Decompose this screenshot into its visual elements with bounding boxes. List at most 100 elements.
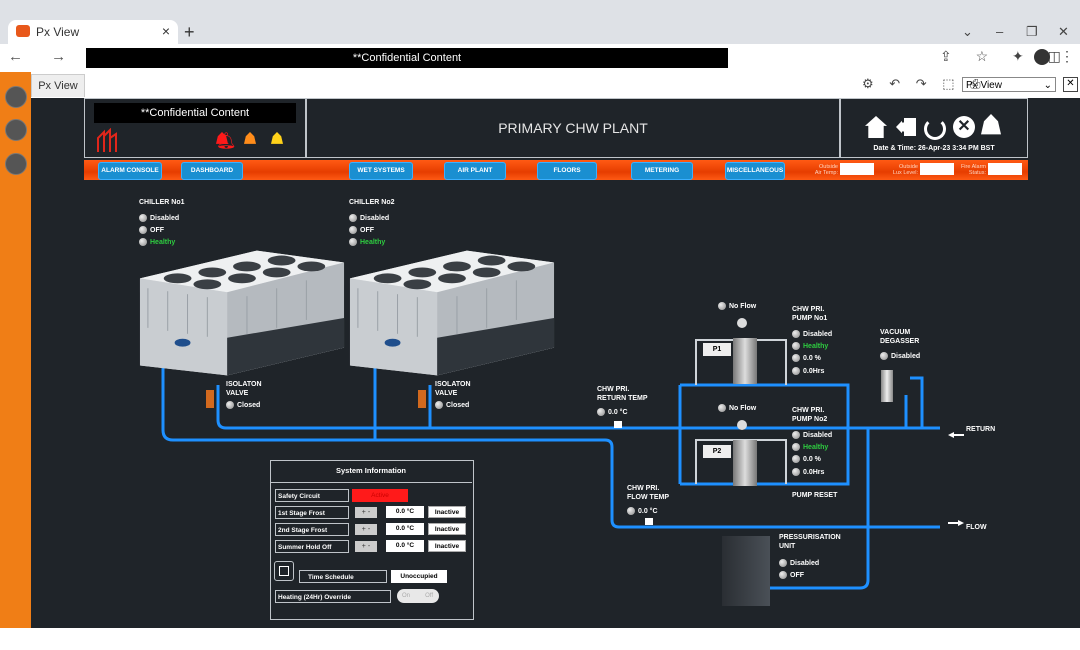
profile-avatar[interactable] [1034,49,1050,65]
chiller1-unit[interactable] [138,234,346,394]
flow-temp-label: CHW PRI.FLOW TEMP [627,485,669,501]
browser-tab[interactable]: Px View × [8,20,178,44]
chiller1-status-disabled: Disabled [139,214,179,222]
return-temp-label: CHW PRI.RETURN TEMP [597,386,648,402]
heating-override-toggle[interactable]: On Off [397,589,439,603]
safety-circuit-label: Safety Circuit [275,489,349,502]
pump-reset-button[interactable]: PUMP RESET [792,492,838,499]
pressurisation-unit-icon[interactable] [722,536,770,606]
app-close-button[interactable]: ✕ [1063,77,1078,92]
tab-search-icon[interactable]: ⌄ [962,24,973,39]
close-window-button[interactable]: ✕ [1058,24,1069,39]
home-icon[interactable] [865,116,887,138]
nav-miscellaneous[interactable]: MISCELLANEOUS [725,162,785,180]
pump2-hours: 0.0Hrs [792,468,824,476]
nav-alarm-console[interactable]: ALARM CONSOLE [98,162,162,180]
frost1-value[interactable]: 0.0 °C [386,506,424,518]
isolation-valve2-icon[interactable] [418,390,426,408]
pump1-icon[interactable] [733,338,757,384]
degasser-icon[interactable] [881,370,893,402]
return-temp-sensor-icon [614,421,622,428]
valve2-state: Closed [435,401,469,409]
app-toolbar [0,72,1080,99]
view-select[interactable]: Px View ⌄ [962,77,1056,92]
pump1-tag: P1 [703,343,731,356]
search-icon[interactable] [5,119,27,141]
status-bar [0,628,1080,650]
critical-alarm-bell-icon[interactable] [216,132,228,144]
app-view-tab[interactable]: Px View [31,74,85,97]
new-tab-button[interactable]: + [184,22,195,42]
browser-tab-title: Px View [36,25,80,39]
plant-logo-icon [97,128,117,152]
frost1-label: 1st Stage Frost [275,506,349,519]
toggle-on-label: On [402,593,411,599]
calendar-icon[interactable] [274,561,294,581]
app-tool-icons[interactable]: ⚙ ↶ ↷ ⬚ ⎙ [862,76,987,91]
chiller1-title: CHILLER No1 [139,199,185,206]
nav-floors[interactable]: FLOORS [537,162,597,180]
confidential-banner: **Confidential Content [94,103,296,123]
browser-nav-buttons[interactable]: ← → C [8,48,118,65]
date-time: Date & Time: 26-Apr-23 3:34 PM BST [873,145,995,152]
pressurisation-status-disabled: Disabled [779,559,819,567]
restore-button[interactable]: ❐ [1026,24,1038,39]
pump1-hours: 0.0Hrs [792,367,824,375]
frost2-state: Inactive [428,523,466,535]
major-alarm-bell-icon[interactable] [244,132,256,144]
menu-icon[interactable] [5,86,27,108]
globe-icon[interactable] [5,153,27,175]
flow-temp-sensor-icon [645,518,653,525]
pump1-status-health: Healthy [792,342,828,350]
frost2-value[interactable]: 0.0 °C [386,523,424,535]
return-pipe-label: RETURN [966,426,996,433]
nav-dashboard[interactable]: DASHBOARD [181,162,243,180]
chiller2-unit[interactable] [348,234,556,394]
degasser-state: Disabled [880,352,920,360]
valve1-state: Closed [226,401,260,409]
minor-alarm-bell-icon[interactable] [271,132,283,144]
pump1-gauge-icon [737,318,747,328]
browser-extension-icons[interactable]: ⇪ ☆ ✦ ◫ [940,48,1071,64]
summer-hold-label: Summer Hold Off [275,540,349,553]
summer-hold-value[interactable]: 0.0 °C [386,540,424,552]
minimize-button[interactable]: – [996,24,1004,39]
pump2-tag: P2 [703,445,731,458]
pump1-status-disabled: Disabled [792,330,832,338]
chiller1-status-off: OFF [139,226,164,234]
chevron-down-icon: ⌄ [1043,80,1052,91]
pump2-status-disabled: Disabled [792,431,832,439]
frost2-label: 2nd Stage Frost [275,523,349,536]
pressurisation-status-off: OFF [779,571,804,579]
browser-tabstrip [0,0,1080,44]
summer-hold-state: Inactive [428,540,466,552]
logout-icon[interactable] [896,118,916,136]
browser-menu-icon[interactable]: ⋮ [1060,48,1074,64]
pump1-label: CHW PRI.PUMP No1 [792,306,828,322]
time-schedule-value[interactable]: Unoccupied [391,570,447,583]
frost1-stepper[interactable]: + - [355,507,377,518]
refresh-icon[interactable] [924,118,946,140]
chiller2-status-health: Healthy [349,238,385,246]
frost1-state: Inactive [428,506,466,518]
pump2-label: CHW PRI.PUMP No2 [792,407,828,423]
nav-metering[interactable]: METERING [631,162,693,180]
nav-air-plant[interactable]: AIR PLANT [444,162,506,180]
nav-wet-systems[interactable]: WET SYSTEMS [349,162,413,180]
summer-hold-stepper[interactable]: + - [355,541,377,552]
address-bar[interactable]: **Confidential Content [86,48,728,68]
view-select-value: Px View [966,80,1002,91]
cancel-icon[interactable]: ✕ [953,116,975,138]
isolation-valve1-icon[interactable] [206,390,214,408]
outside-lux-value [920,163,954,175]
pump2-speed: 0.0 % [792,455,821,463]
frost2-stepper[interactable]: + - [355,524,377,535]
pump2-icon[interactable] [733,440,757,486]
safety-circuit-status: Active [352,489,408,502]
tab-close-icon[interactable]: × [161,23,170,39]
